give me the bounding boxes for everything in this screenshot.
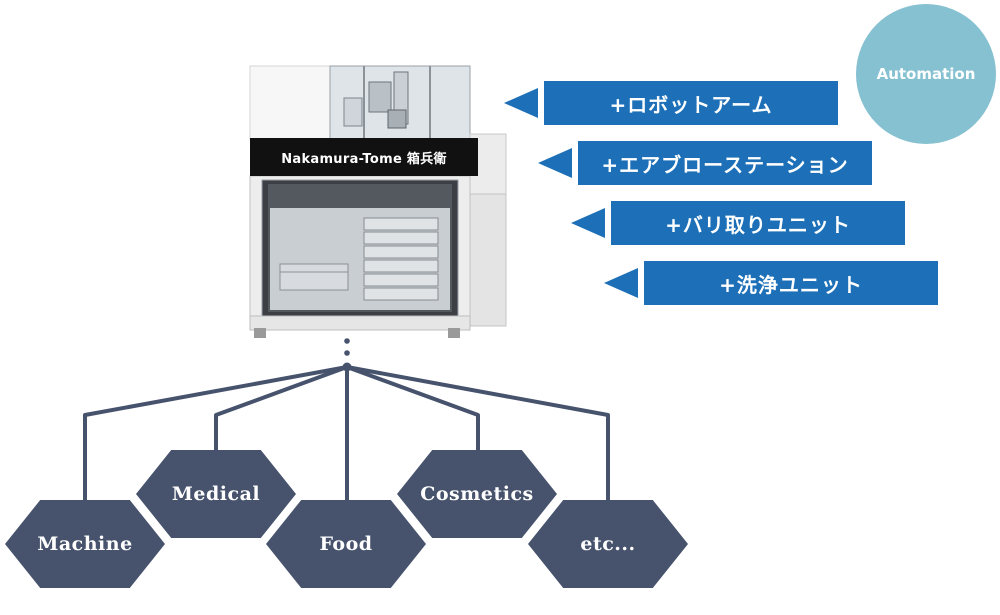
option-label: +エアブローステーション bbox=[578, 141, 872, 185]
industry-etc: etc... bbox=[528, 500, 688, 588]
option-label: +バリ取りユニット bbox=[611, 201, 905, 245]
industry-medical: Medical bbox=[136, 450, 296, 538]
option-label: +ロボットアーム bbox=[544, 81, 838, 125]
branch-machine bbox=[83, 365, 349, 504]
branch-medical bbox=[214, 365, 349, 454]
connector-dot bbox=[344, 338, 350, 344]
left-arrow-icon bbox=[538, 148, 572, 178]
option-label: +洗浄ユニット bbox=[644, 261, 938, 305]
branch-etc bbox=[345, 365, 610, 504]
machine-name-plate: Nakamura-Tome 箱兵衛 bbox=[250, 138, 478, 176]
machine-drawing bbox=[249, 65, 507, 338]
industry-food: Food bbox=[266, 500, 426, 588]
connector-dot bbox=[344, 350, 350, 356]
industry-cosmetics: Cosmetics bbox=[397, 450, 557, 538]
left-arrow-icon bbox=[504, 88, 538, 118]
industry-label: Cosmetics bbox=[420, 483, 534, 505]
machine-illustration: Nakamura-Tome 箱兵衛 bbox=[244, 58, 514, 340]
automation-badge: Automation bbox=[856, 4, 996, 144]
left-arrow-icon bbox=[604, 268, 638, 298]
industry-label: Food bbox=[319, 533, 373, 555]
automation-label: Automation bbox=[876, 65, 976, 83]
industry-machine: Machine bbox=[5, 500, 165, 588]
branch-cosmetics bbox=[345, 365, 480, 454]
industry-label: Machine bbox=[37, 533, 133, 555]
industry-label: etc... bbox=[580, 533, 636, 555]
left-arrow-icon bbox=[571, 208, 605, 238]
industry-label: Medical bbox=[171, 483, 261, 505]
